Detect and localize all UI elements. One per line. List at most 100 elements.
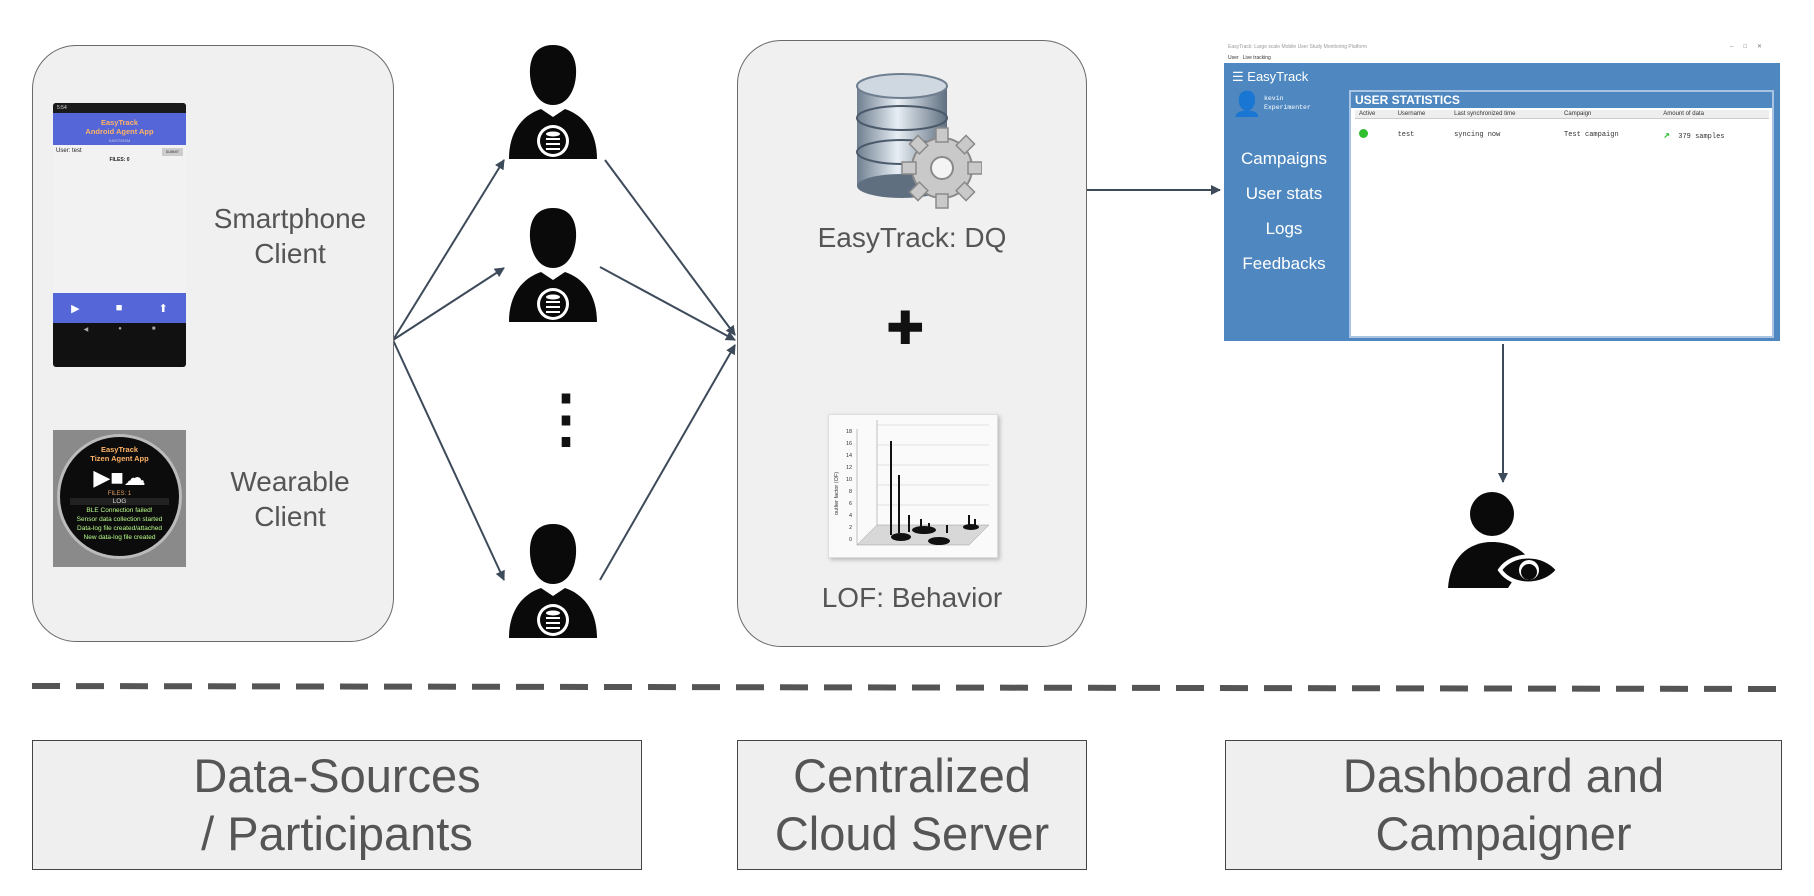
database-gear-icon xyxy=(856,73,982,209)
phone-app-header: EasyTrack Android Agent App KAIST/NSM xyxy=(53,113,186,145)
footer-data-sources-line2: / Participants xyxy=(201,807,473,860)
watch-app-title-2: Tizen Agent App xyxy=(90,454,149,463)
maximize-icon[interactable]: □ xyxy=(1743,44,1757,50)
dashboard-menubar: User Live tracking xyxy=(1224,54,1780,63)
stop-icon[interactable]: ■ xyxy=(110,465,124,490)
amount-cell: ↗ 379 samples xyxy=(1659,119,1769,152)
sidebar-item-logs[interactable]: Logs xyxy=(1265,219,1303,238)
amount-value: 379 samples xyxy=(1678,133,1725,141)
window-controls: –□✕ xyxy=(1730,41,1772,54)
sidebar-item-campaigns[interactable]: Campaigns xyxy=(1241,149,1327,168)
recents-icon[interactable]: ■ xyxy=(151,326,156,332)
table-row[interactable]: test syncing now Test campaign ↗ 379 sam… xyxy=(1355,119,1769,152)
arrow-sources-to-participant-1 xyxy=(392,159,505,341)
dq-label: EasyTrack: DQ xyxy=(817,222,1007,253)
arrow-participant-3-to-server xyxy=(599,344,736,581)
lof-tick: 8 xyxy=(849,489,852,495)
menu-item-user[interactable]: User xyxy=(1228,55,1239,61)
user-role: Experimenter xyxy=(1264,104,1311,111)
footer-dashboard: Dashboard and Campaigner xyxy=(1225,740,1782,870)
watch-log-line: BLE Connection failed! xyxy=(86,507,153,514)
play-icon[interactable]: ▶ xyxy=(93,465,111,490)
phone-app-body: User: test SUBMIT FILES: 0 xyxy=(53,145,186,293)
phone-action-bar: ▶ ■ ⬆ xyxy=(53,293,186,323)
footer-cloud-server-line1: Centralized xyxy=(793,749,1031,802)
hamburger-menu-icon[interactable]: ☰ xyxy=(1232,69,1244,84)
active-cell xyxy=(1355,119,1394,152)
participant-icon xyxy=(509,45,597,159)
column-header-last-sync[interactable]: Last synchronized time xyxy=(1450,110,1561,119)
phone-files-count: FILES: 0 xyxy=(109,157,130,163)
minimize-icon[interactable]: – xyxy=(1730,44,1744,50)
watch-log-line: New data-log file created xyxy=(83,534,156,541)
lof-tick: 16 xyxy=(846,441,852,447)
lof-tick: 18 xyxy=(846,429,852,435)
active-status-dot xyxy=(1359,129,1368,138)
sidebar-item-feedbacks[interactable]: Feedbacks xyxy=(1242,254,1326,273)
close-icon[interactable]: ✕ xyxy=(1756,44,1772,50)
watch-face: EasyTrack Tizen Agent App ▶■☁ FILES: 1 L… xyxy=(57,434,182,559)
lof-tick: 14 xyxy=(846,453,852,459)
watch-controls: ▶■☁ xyxy=(60,465,179,491)
lof-chart-image: 18 16 14 12 10 8 6 4 2 0 outlier factor … xyxy=(828,414,998,558)
user-statistics-panel: USER STATISTICS Active Username Last syn… xyxy=(1349,90,1774,338)
cloud-upload-icon[interactable]: ☁ xyxy=(123,465,146,490)
sync-cell: syncing now xyxy=(1454,131,1501,139)
phone-user-field[interactable]: User: test xyxy=(56,148,82,154)
watch-log-line: Data-log file created/attached xyxy=(77,525,162,532)
dashboard-titlebar: EasyTrack: Large scale Mobile User Study… xyxy=(1224,41,1780,54)
user-info: kevin Experimenter xyxy=(1264,94,1311,112)
arrow-sources-to-participant-2 xyxy=(392,267,505,341)
footer-cloud-server-line2: Cloud Server xyxy=(774,807,1050,860)
wearable-screenshot: EasyTrack Tizen Agent App ▶■☁ FILES: 1 L… xyxy=(53,430,186,567)
stop-icon[interactable]: ■ xyxy=(115,302,123,314)
menu-item-live-tracking[interactable]: Live tracking xyxy=(1242,55,1271,61)
participant-icon xyxy=(509,208,597,322)
home-icon[interactable]: ● xyxy=(118,326,122,332)
dashboard-window-title: EasyTrack: Large scale Mobile User Study… xyxy=(1228,44,1368,50)
watch-files-count: FILES: 1 xyxy=(107,491,132,497)
ellipsis-vertical: ⋮ xyxy=(534,382,598,454)
lof-tick: 10 xyxy=(846,477,852,483)
plus-icon: ✚ xyxy=(886,302,925,354)
phone-status-bar: 5:54 xyxy=(53,103,186,113)
footer-cloud-server: Centralized Cloud Server xyxy=(737,740,1087,870)
lof-tick: 12 xyxy=(846,465,852,471)
column-header-amount[interactable]: Amount of data xyxy=(1659,110,1769,119)
user-statistics-table: Active Username Last synchronized time C… xyxy=(1355,110,1769,151)
phone-app-subtitle: KAIST/NSM xyxy=(108,138,131,143)
lof-label: LOF: Behavior xyxy=(821,582,1003,613)
lof-tick: 0 xyxy=(849,537,852,543)
brand-label: EasyTrack xyxy=(1247,69,1309,84)
participant-icon xyxy=(509,524,597,638)
arrow-participant-1-to-server xyxy=(604,159,736,336)
smartphone-screenshot: 5:54 EasyTrack Android Agent App KAIST/N… xyxy=(53,103,186,367)
user-statistics-title: USER STATISTICS xyxy=(1351,92,1772,108)
phone-submit-button[interactable]: SUBMIT xyxy=(161,148,183,156)
phone-app-title-2: Android Agent App xyxy=(85,127,154,136)
campaign-cell: Test campaign xyxy=(1564,131,1619,139)
back-icon[interactable]: ◀ xyxy=(83,326,89,333)
user-avatar-icon: 👤 xyxy=(1232,91,1262,118)
lof-tick: 2 xyxy=(849,525,852,531)
dashboard-sidebar: Campaigns User stats Logs Feedbacks xyxy=(1224,141,1344,281)
dashboard-window: EasyTrack: Large scale Mobile User Study… xyxy=(1224,41,1780,341)
play-icon[interactable]: ▶ xyxy=(71,302,80,315)
arrow-participant-2-to-server xyxy=(599,266,736,341)
arrow-sources-to-participant-3 xyxy=(392,339,505,581)
sidebar-item-user-stats[interactable]: User stats xyxy=(1245,184,1323,203)
column-header-campaign[interactable]: Campaign xyxy=(1560,110,1660,119)
footer-data-sources: Data-Sources / Participants xyxy=(32,740,642,870)
wearable-client-label: Wearable Client xyxy=(230,466,350,532)
phone-nav-bar: ◀ ● ■ xyxy=(53,323,186,335)
section-divider xyxy=(31,683,1783,692)
upload-icon[interactable]: ⬆ xyxy=(158,302,168,315)
watch-log-line: Sensor data collection started xyxy=(76,516,163,523)
username-cell: test xyxy=(1397,131,1415,139)
column-header-username[interactable]: Username xyxy=(1393,110,1451,119)
column-header-active[interactable]: Active xyxy=(1355,110,1394,119)
table-header-row: Active Username Last synchronized time C… xyxy=(1355,110,1769,119)
user-name: kevin xyxy=(1264,95,1284,102)
footer-dashboard-line1: Dashboard and xyxy=(1342,749,1665,802)
